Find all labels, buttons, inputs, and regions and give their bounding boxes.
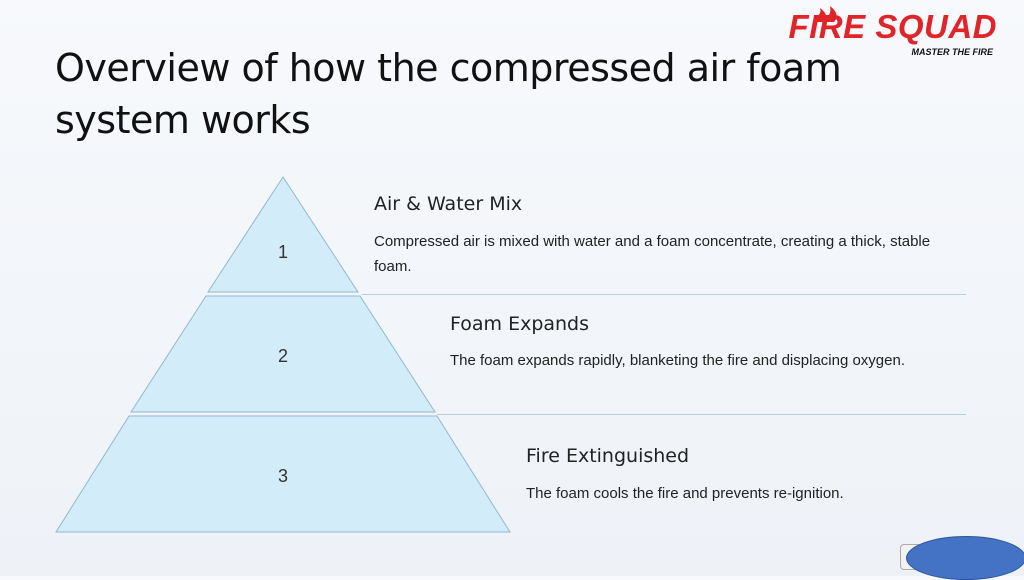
step-2-title: Foam Expands xyxy=(450,313,590,335)
step-3-title: Fire Extinguished xyxy=(526,445,690,467)
logo-brand: FIRE SQUAD xyxy=(788,8,997,45)
tier-number-3: 3 xyxy=(277,466,288,486)
pyramid-tier-3 xyxy=(55,415,511,533)
logo-tagline: MASTER THE FIRE xyxy=(911,47,993,57)
divider-1 xyxy=(362,294,966,295)
step-1-description: Compressed air is mixed with water and a… xyxy=(374,233,931,275)
pyramid-tier-1 xyxy=(207,176,359,293)
pyramid-tier-2 xyxy=(130,295,436,413)
step-3-description: The foam cools the fire and prevents re-… xyxy=(526,485,844,502)
tier-number-1: 1 xyxy=(277,242,288,262)
step-1-title: Air & Water Mix xyxy=(374,193,523,215)
fire-squad-logo: FIRE SQUAD MASTER THE FIRE xyxy=(788,6,1013,58)
step-2-description: The foam expands rapidly, blanketing the… xyxy=(450,352,906,369)
tier-number-2: 2 xyxy=(277,346,288,366)
page-title: Overview of how the compressed air foam … xyxy=(55,46,842,142)
action-button[interactable] xyxy=(906,536,1024,580)
divider-2 xyxy=(437,414,966,415)
flame-icon xyxy=(814,6,837,22)
